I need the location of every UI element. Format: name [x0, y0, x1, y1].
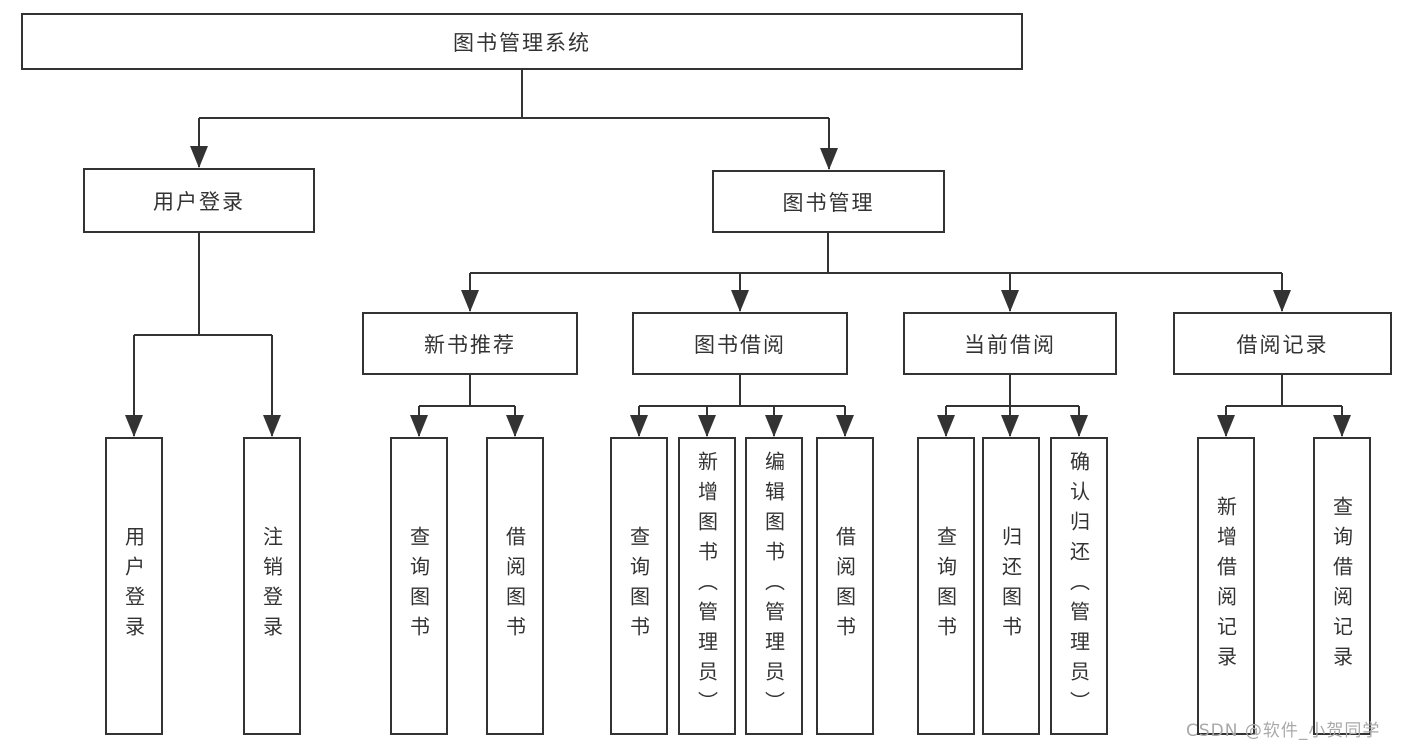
- leaf-add-books-admin: 新增图书（管理员）: [678, 437, 736, 735]
- node-label: 图书管理系统: [453, 30, 591, 55]
- node-label: 图书借阅: [694, 332, 786, 357]
- node-label: 借阅图书: [832, 526, 857, 646]
- leaf-query-books-current: 查询图书: [917, 437, 975, 735]
- node-label: 借阅记录: [1236, 332, 1329, 357]
- node-book-management: 图书管理: [712, 170, 945, 233]
- node-label: 新增图书（管理员）: [694, 451, 719, 721]
- node-label: 查询图书: [406, 526, 431, 646]
- edge-current-borrow-branch: [946, 375, 1079, 407]
- edge-user-login-branch: [134, 233, 272, 336]
- leaf-borrow-books: 借阅图书: [816, 437, 874, 735]
- node-label: 归还图书: [998, 526, 1023, 646]
- node-label: 当前借阅: [964, 332, 1056, 357]
- node-label: 新书推荐: [424, 332, 516, 357]
- node-label: 借阅图书: [502, 526, 527, 646]
- node-label: 用户登录: [153, 189, 245, 214]
- node-label: 查询图书: [626, 526, 651, 646]
- node-book-borrowing: 图书借阅: [632, 312, 848, 375]
- leaf-logout: 注销登录: [243, 437, 301, 735]
- node-label: 查询借阅记录: [1329, 496, 1354, 676]
- node-label: 确认归还（管理员）: [1066, 451, 1091, 721]
- edge-borrow-records-branch: [1226, 375, 1342, 407]
- node-label: 查询图书: [933, 526, 958, 646]
- edge-book-borrow-branch: [639, 375, 845, 407]
- node-library-management-system: 图书管理系统: [21, 13, 1023, 70]
- leaf-user-login: 用户登录: [105, 437, 163, 735]
- node-label: 新增借阅记录: [1213, 496, 1238, 676]
- node-user-login: 用户登录: [83, 168, 315, 233]
- leaf-return-books: 归还图书: [982, 437, 1040, 735]
- node-label: 图书管理: [782, 190, 875, 215]
- node-label: 用户登录: [121, 526, 146, 646]
- node-new-book-recommendation: 新书推荐: [362, 312, 578, 375]
- csdn-watermark: CSDN @软件_小贺同学: [1186, 721, 1381, 741]
- leaf-query-books-borrowing: 查询图书: [610, 437, 668, 735]
- leaf-query-books-recommend: 查询图书: [390, 437, 448, 735]
- node-label: 编辑图书（管理员）: [761, 451, 786, 721]
- leaf-query-borrow-record: 查询借阅记录: [1313, 437, 1371, 735]
- leaf-add-borrow-record: 新增借阅记录: [1197, 437, 1255, 735]
- node-borrowing-records: 借阅记录: [1173, 312, 1392, 375]
- edge-book-management-branch: [470, 233, 1282, 274]
- edge-root-branch: [199, 70, 829, 119]
- node-current-borrowing: 当前借阅: [903, 312, 1117, 375]
- leaf-borrow-books-recommend: 借阅图书: [486, 437, 544, 735]
- node-label: 注销登录: [259, 526, 284, 646]
- leaf-confirm-return-admin: 确认归还（管理员）: [1050, 437, 1108, 735]
- edge-new-book-branch: [419, 375, 515, 407]
- leaf-edit-books-admin: 编辑图书（管理员）: [745, 437, 803, 735]
